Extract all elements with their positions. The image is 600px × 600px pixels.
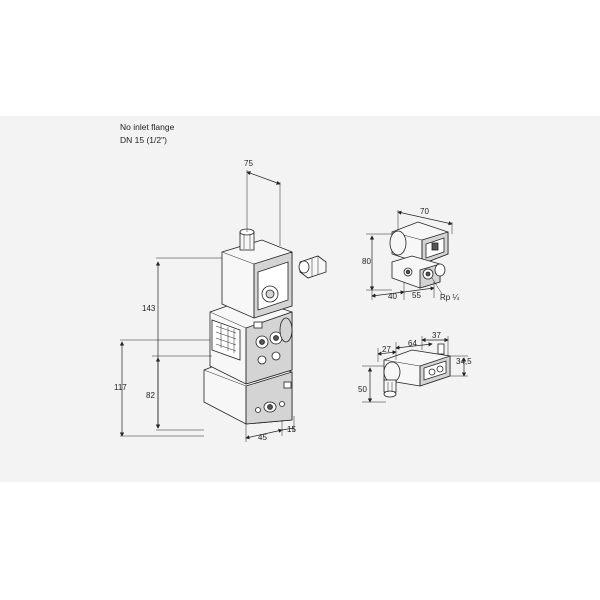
drawing-panel <box>0 116 600 482</box>
dim-rp-quarter: Rp ¼ <box>440 293 459 302</box>
dim-27: 27 <box>382 345 391 354</box>
main-dimensions: 75 143 117 82 45 15 <box>114 159 296 442</box>
dim-15: 15 <box>287 425 296 434</box>
flange-grid <box>215 324 237 353</box>
note-inlet-flange: No inlet flange <box>120 122 175 132</box>
dim-80: 80 <box>362 257 371 266</box>
valve-middle-housing <box>209 297 293 385</box>
dim-34-5: 34,5 <box>456 357 472 366</box>
dim-143: 143 <box>142 304 156 313</box>
pressure-switch-module <box>389 221 449 289</box>
note-nominal-size: DN 15 (1/2") <box>120 135 167 145</box>
dim-50: 50 <box>358 385 367 394</box>
dim-37: 37 <box>432 331 441 340</box>
cable-gland <box>298 255 327 279</box>
dim-45: 45 <box>258 433 267 442</box>
flat-switch-dimensions: 37 64 27 34,5 50 <box>358 331 472 403</box>
dim-75: 75 <box>244 159 253 168</box>
dim-40: 40 <box>388 292 397 301</box>
dim-55: 55 <box>412 291 421 300</box>
dim-70: 70 <box>420 207 429 216</box>
dim-82: 82 <box>146 391 155 400</box>
dim-64: 64 <box>408 339 417 348</box>
pressure-switch-dimensions: 70 80 40 55 Rp ¼ <box>362 207 459 302</box>
valve-solenoid-actuator <box>221 228 293 319</box>
dim-117: 117 <box>114 383 127 392</box>
main-valve-assembly <box>203 228 327 425</box>
